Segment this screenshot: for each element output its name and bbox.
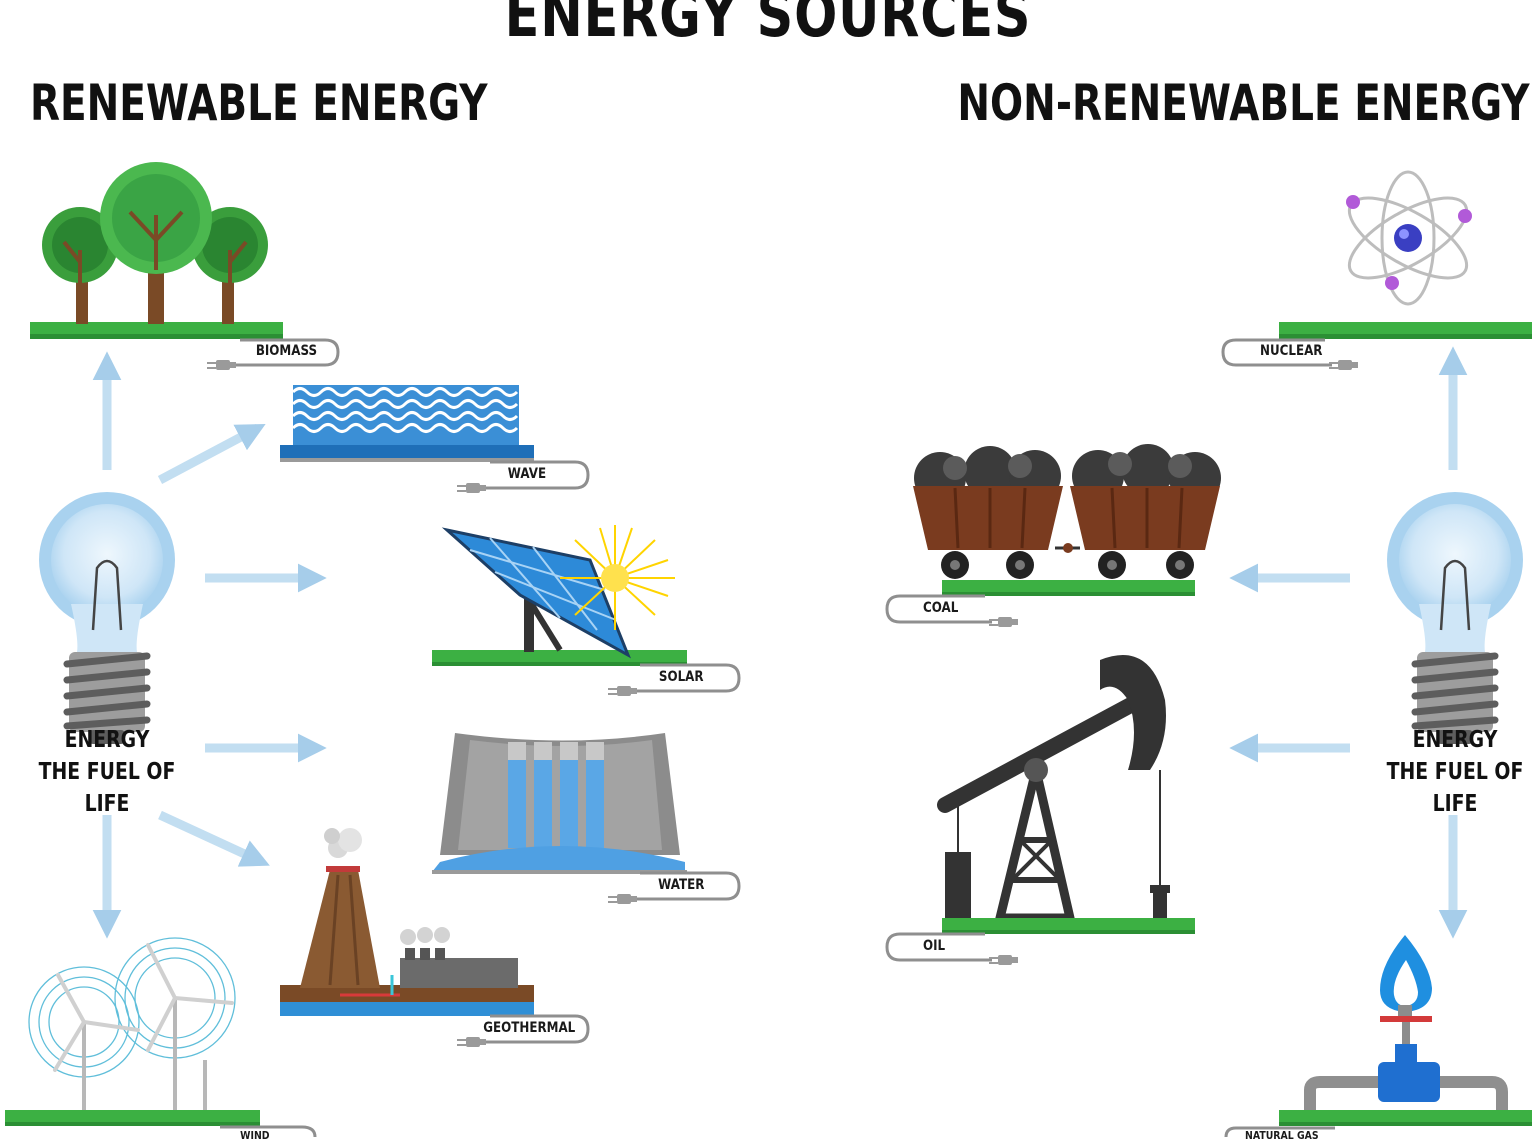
biomass-label-pill	[207, 338, 340, 370]
label-wave: WAVE	[507, 466, 546, 482]
bulb-caption-line1: ENERGY	[1412, 727, 1498, 753]
coal-label-pill	[885, 594, 1018, 627]
section-title-nonrenewable: NON-RENEWABLE ENERGY	[957, 74, 1530, 132]
section-title-renewable: RENEWABLE ENERGY	[30, 74, 488, 132]
bulb-caption-line1: ENERGY	[64, 727, 150, 753]
label-oil: OIL	[923, 938, 946, 954]
renewable-arrows	[92, 351, 327, 939]
geothermal-plant-icon	[280, 828, 534, 1016]
geothermal-label-pill	[457, 1014, 590, 1047]
label-solar: SOLAR	[659, 669, 704, 685]
water-label-pill	[608, 871, 741, 904]
coal-cart-icon	[913, 444, 1221, 596]
oil-pump-icon	[937, 655, 1195, 934]
label-natural-gas: NATURAL GAS	[1245, 1129, 1319, 1142]
label-nuclear: NUCLEAR	[1260, 343, 1323, 359]
natural-gas-label-pill	[1224, 1126, 1335, 1137]
label-coal: COAL	[923, 600, 959, 616]
label-water: WATER	[657, 877, 704, 893]
wind-turbine-icon	[5, 937, 260, 1126]
wave-icon	[280, 385, 534, 462]
solar-label-pill	[608, 663, 741, 696]
solar-panel-icon	[432, 525, 687, 666]
biomass-tree-icon	[30, 162, 283, 339]
bulb-caption-line2: THE FUEL OF LIFE	[1386, 759, 1524, 817]
nuclear-label-pill	[1221, 338, 1358, 370]
atom-icon	[1279, 170, 1532, 339]
label-wind: WIND	[240, 1129, 270, 1142]
bulb-icon-right	[1387, 492, 1523, 744]
bulb-caption-right: ENERGY THE FUEL OF LIFE	[1373, 724, 1536, 820]
oil-label-pill	[885, 932, 1018, 965]
wave-label-pill	[457, 460, 590, 493]
bulb-icon-left	[39, 492, 175, 744]
page-title: ENERGY SOURCES	[504, 0, 1032, 51]
wind-label-pill	[220, 1125, 317, 1137]
bulb-caption-left: ENERGY THE FUEL OF LIFE	[25, 724, 189, 820]
arrow-to-geothermal	[158, 810, 270, 867]
nonrenewable-arrows	[1229, 346, 1468, 939]
hydro-dam-icon	[432, 733, 687, 874]
label-geothermal: GEOTHERMAL	[482, 1020, 575, 1036]
natural-gas-icon	[1279, 935, 1532, 1126]
label-biomass: BIOMASS	[255, 343, 317, 359]
arrow-to-wave	[157, 423, 266, 484]
bulb-caption-line2: THE FUEL OF LIFE	[38, 759, 176, 817]
